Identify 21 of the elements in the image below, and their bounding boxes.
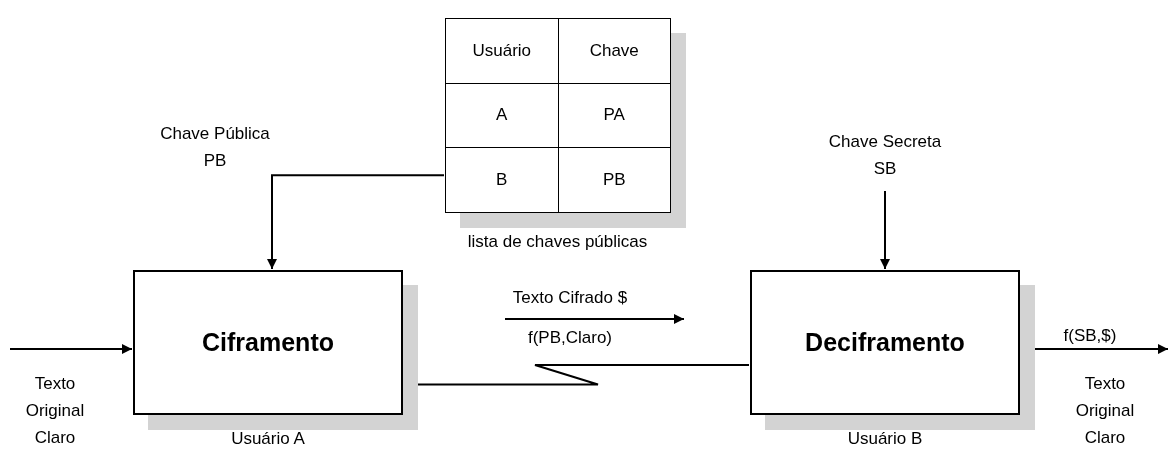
column-header: Usuário <box>446 19 559 84</box>
table-entry: B <box>446 148 559 213</box>
edge-label: Chave Pública PB <box>160 123 270 172</box>
column-header: Chave <box>558 19 671 84</box>
note-label: Texto Cifrado $ <box>511 287 629 309</box>
arrow <box>880 190 890 270</box>
process-label: Deciframento <box>805 328 965 357</box>
edge-label: f(SB,$) <box>1062 325 1118 347</box>
edge-label: Texto Original Claro <box>24 373 86 449</box>
table-entry: PA <box>558 83 671 149</box>
note-label: Texto Original Claro <box>1074 373 1136 449</box>
process-label: Ciframento <box>202 328 334 357</box>
node-label: Usuário B <box>846 428 924 450</box>
arrow <box>9 344 133 354</box>
node-label: lista de chaves públicas <box>466 231 649 253</box>
node-label: Usuário A <box>230 428 306 450</box>
note-label: f(PB,Claro) <box>526 327 614 349</box>
key-label: Chave Secreta SB <box>825 128 945 186</box>
table-entry: A <box>446 83 559 149</box>
table-entry: PB <box>558 148 671 213</box>
arrow <box>267 174 445 270</box>
